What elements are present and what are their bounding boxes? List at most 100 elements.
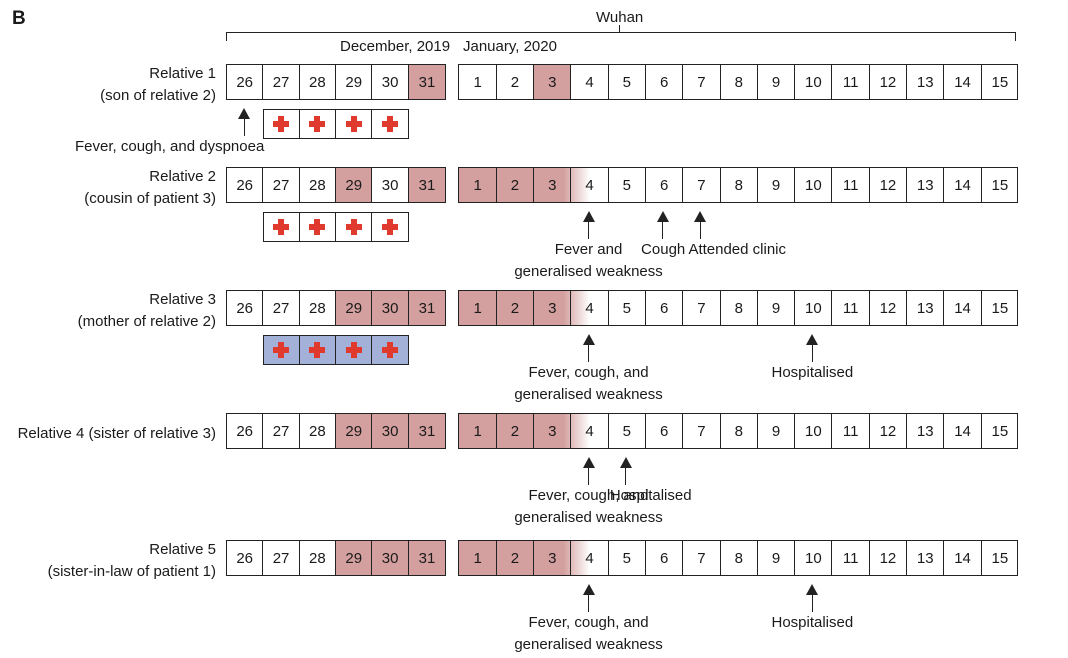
cell-divider [943, 291, 945, 325]
event-annotation-line: generalised weakness [514, 386, 663, 403]
up-arrow-icon [582, 211, 595, 239]
day-number: 9 [771, 422, 781, 440]
day-cell: 3 [533, 65, 571, 99]
event-annotation: Attended clinic [688, 239, 786, 261]
cell-divider [794, 414, 796, 448]
day-cell: 31 [408, 541, 446, 575]
day-number: 3 [548, 422, 557, 440]
cell-divider [868, 541, 870, 575]
day-cell: 12 [869, 168, 906, 202]
day-number: 2 [510, 176, 520, 194]
arrow-shaft [699, 218, 701, 239]
day-cell: 27 [263, 414, 300, 448]
cell-divider [495, 65, 497, 99]
day-cell: 26 [227, 291, 264, 325]
day-number: 4 [585, 73, 594, 91]
cell-divider [831, 291, 833, 325]
cell-divider [980, 168, 982, 202]
day-cell: 14 [944, 168, 981, 202]
day-cell: 12 [869, 541, 906, 575]
cell-divider [943, 414, 945, 448]
medical-cross-icon [309, 116, 326, 132]
day-number: 14 [954, 176, 971, 194]
day-number: 1 [473, 549, 482, 567]
event-annotation-line: Fever, cough, and [528, 364, 649, 381]
day-cell: 5 [608, 65, 645, 99]
row-label: Relative 2(cousin of patient 3) [84, 166, 216, 210]
medical-cross-icon [382, 342, 399, 358]
day-cell: 13 [907, 291, 944, 325]
day-number: 7 [697, 422, 706, 440]
day-number: 3 [548, 73, 557, 91]
day-number: 1 [473, 73, 482, 91]
medical-cross-icon [273, 116, 290, 132]
day-cell: 30 [372, 65, 409, 99]
day-number: 15 [991, 73, 1009, 91]
day-number: 14 [954, 549, 971, 567]
day-cell: 10 [795, 541, 832, 575]
day-cell: 29 [336, 168, 373, 202]
day-cell: 11 [832, 291, 869, 325]
cell-divider [495, 291, 497, 325]
cell-divider [644, 414, 646, 448]
row-label-line: (mother of relative 2) [77, 313, 216, 330]
day-cell: 6 [646, 541, 683, 575]
region-brace [226, 32, 1016, 41]
panel-label: B [12, 8, 26, 29]
cell-divider [756, 541, 758, 575]
cell-divider [831, 65, 833, 99]
medical-cross-cell [264, 336, 300, 364]
medical-cross-icon [273, 219, 290, 235]
medical-cross-cell [300, 336, 337, 364]
cell-divider [943, 541, 945, 575]
cell-divider [570, 65, 572, 99]
cell-divider [533, 168, 534, 202]
cell-divider [980, 541, 982, 575]
exposure-shading [459, 291, 590, 325]
cell-divider [644, 168, 646, 202]
event-annotation-line: Hospitalised [609, 487, 692, 504]
cell-divider [719, 65, 721, 99]
day-number: 6 [659, 549, 669, 567]
cell-divider [719, 414, 721, 448]
cell-divider [756, 414, 758, 448]
row-label-line: Relative 2 [149, 168, 216, 185]
row-label-line: Relative 3 [149, 291, 216, 308]
arrow-head [657, 211, 670, 222]
cell-divider [868, 168, 870, 202]
day-number: 12 [879, 422, 897, 440]
row-label-line: (son of relative 2) [100, 87, 216, 104]
cell-divider [794, 541, 796, 575]
day-cell: 10 [795, 65, 832, 99]
medical-cross-icon [382, 116, 399, 132]
medical-cross-cell [264, 213, 300, 241]
day-cell: 4 [571, 65, 608, 99]
day-number: 4 [585, 299, 594, 317]
day-number: 14 [954, 299, 971, 317]
day-cell: 4 [571, 291, 608, 325]
day-cell: 10 [795, 168, 832, 202]
cell-divider [868, 291, 870, 325]
event-annotation-line: generalised weakness [514, 509, 663, 526]
day-cell: 1 [459, 168, 496, 202]
day-number: 10 [804, 73, 822, 91]
up-arrow-icon [238, 108, 251, 136]
cell-divider [794, 168, 796, 202]
cell-divider [607, 414, 609, 448]
day-number: 12 [879, 299, 897, 317]
medical-cross-icon [345, 116, 362, 132]
medical-cross-boxes [262, 109, 410, 139]
day-cell: 14 [944, 414, 981, 448]
cell-divider [794, 291, 796, 325]
cell-divider [570, 414, 572, 448]
day-number: 5 [622, 176, 631, 194]
day-cell: 29 [336, 541, 373, 575]
day-cell: 3 [534, 414, 571, 448]
day-number: 9 [771, 549, 781, 567]
